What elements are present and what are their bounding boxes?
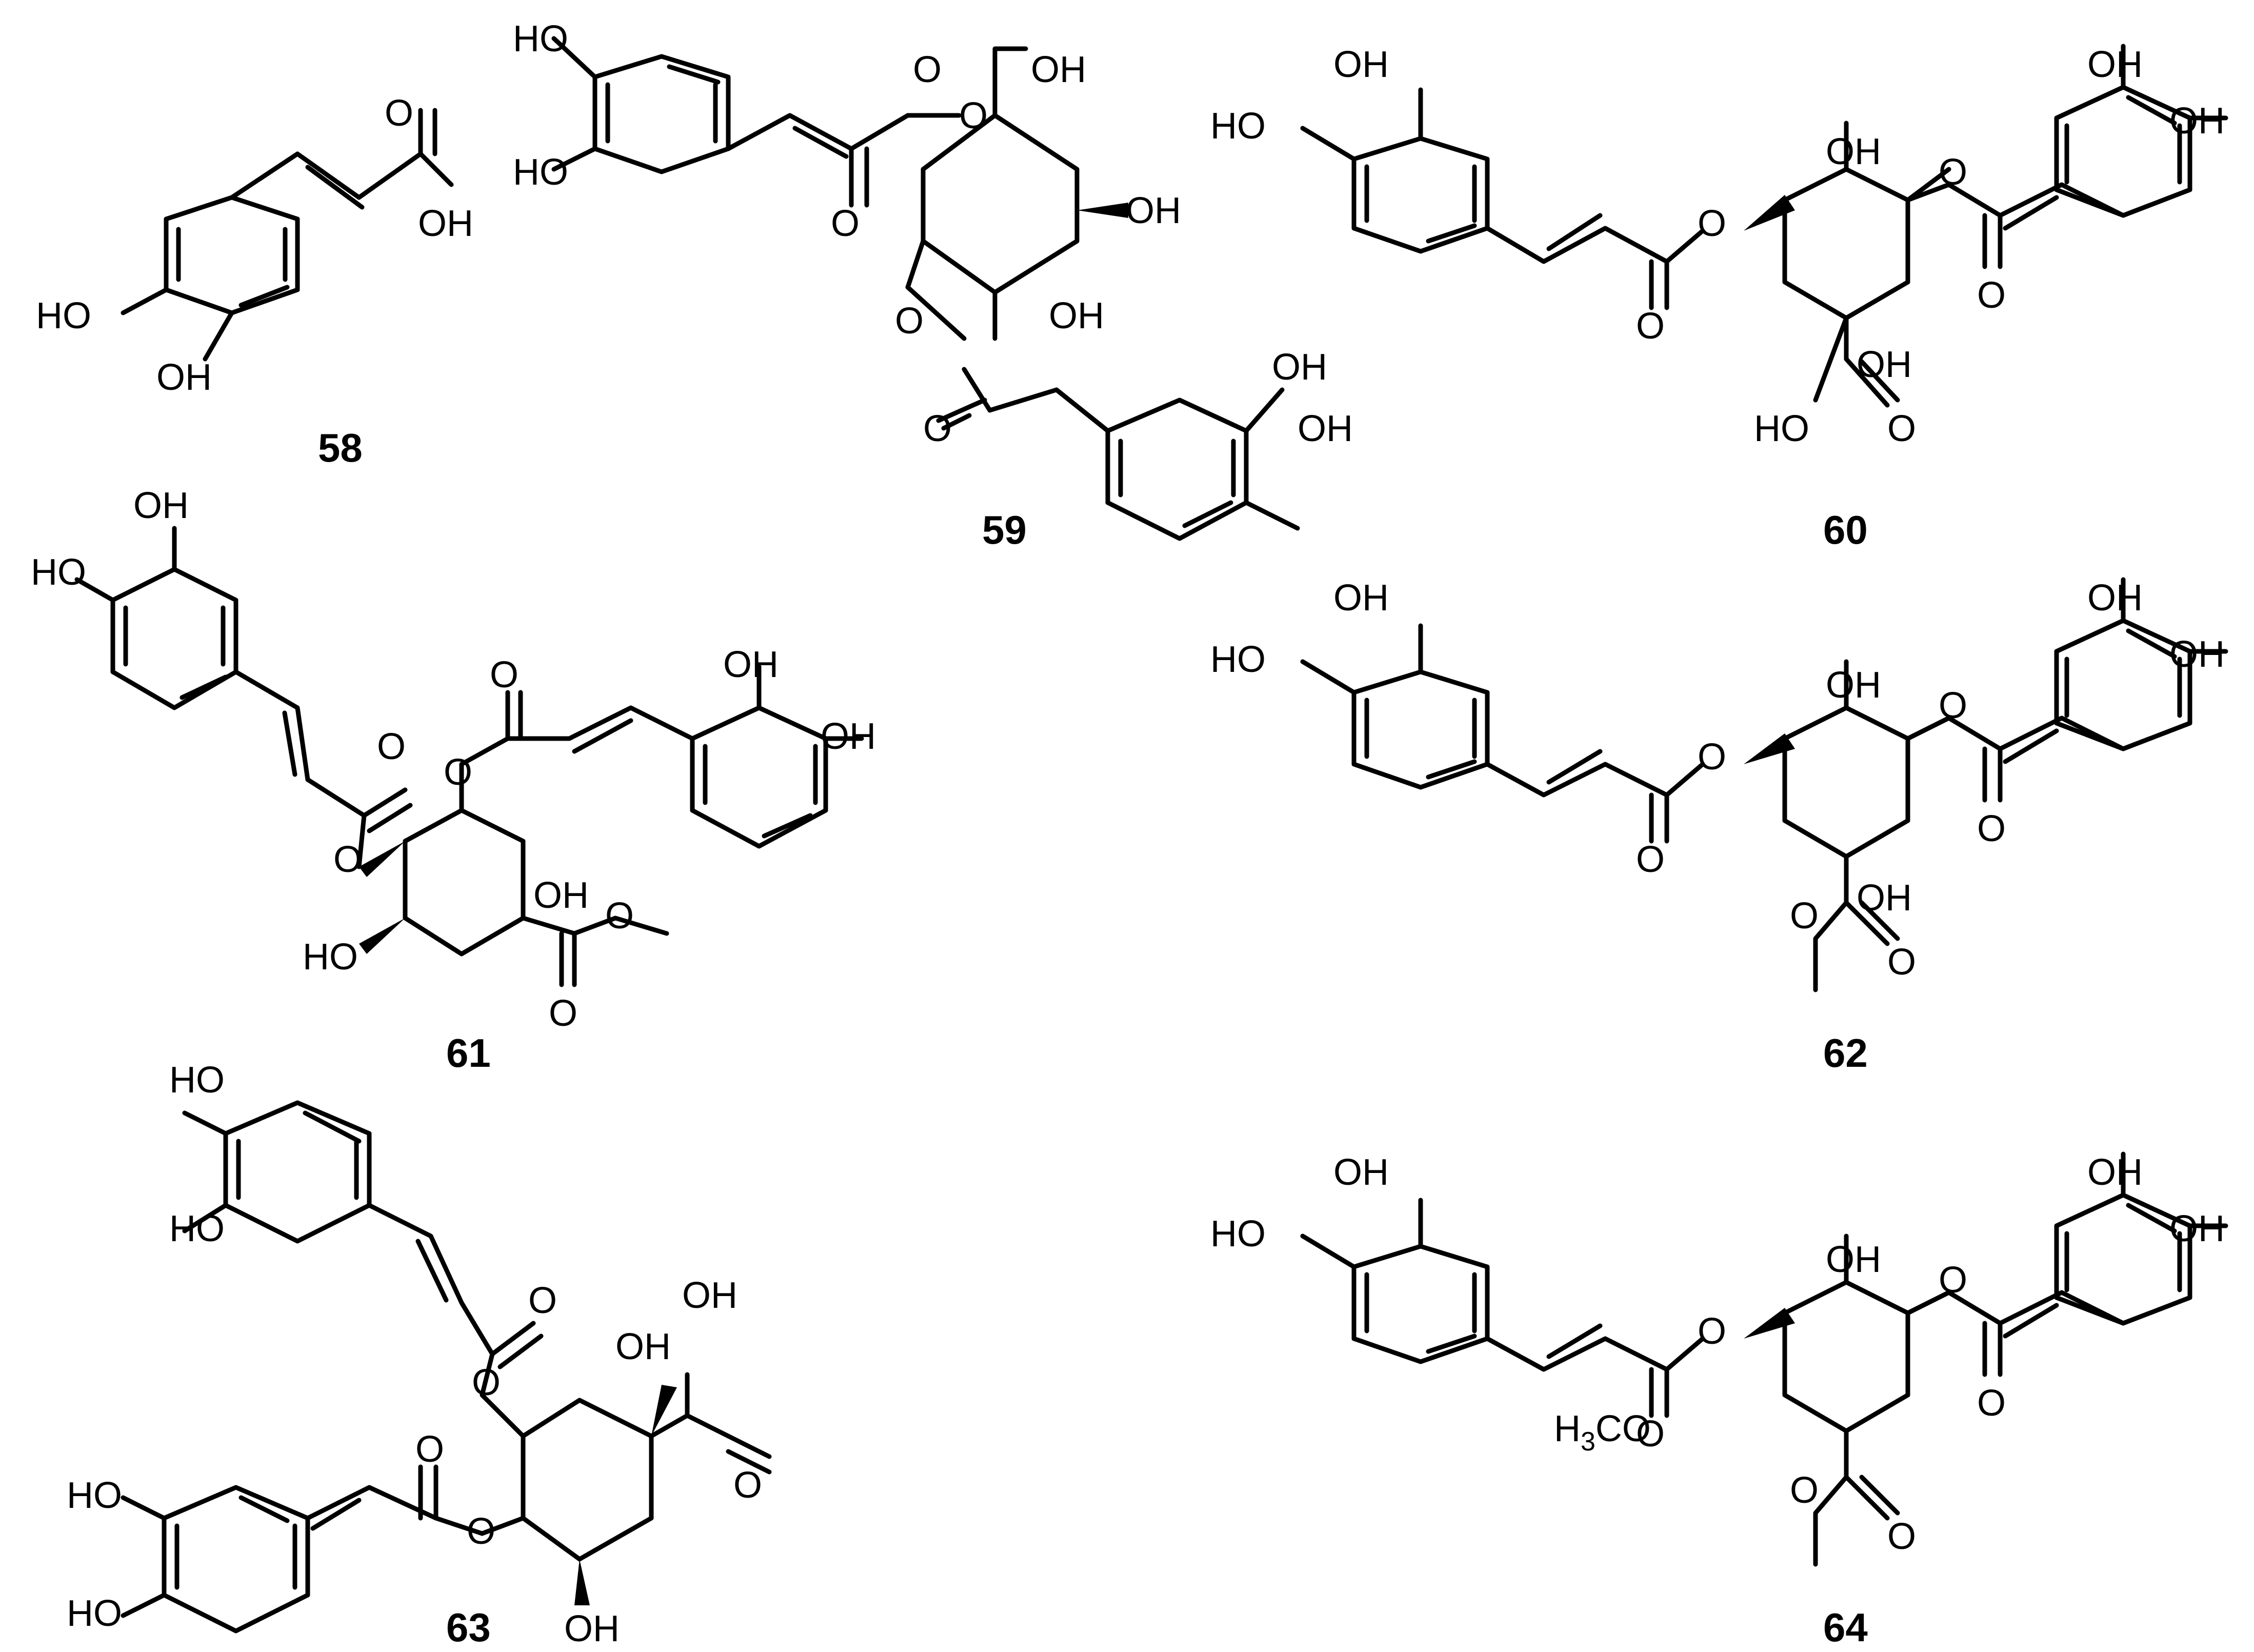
atom-o: O bbox=[1698, 737, 1726, 778]
atom-oh: OH bbox=[2087, 1152, 2143, 1193]
compound-64-structure: OH HO O O OH H3CO O O O O OH OH bbox=[1210, 1151, 2228, 1567]
atom-oh: OH bbox=[418, 203, 473, 244]
atom-o: O bbox=[1636, 839, 1665, 880]
atom-o: O bbox=[895, 301, 924, 342]
compound-59-structure: HO HO O O O OH OH OH O O OH OH bbox=[513, 18, 1353, 541]
atom-o: O bbox=[1887, 1516, 1916, 1557]
atom-oh: OH bbox=[821, 716, 876, 757]
atom-ho: HO bbox=[67, 1475, 122, 1516]
atom-oh: OH bbox=[1857, 878, 1912, 919]
atom-ho: HO bbox=[169, 1060, 225, 1101]
compound-label-61: 61 bbox=[446, 1030, 491, 1076]
atom-ho: HO bbox=[31, 552, 86, 593]
atom-o: O bbox=[385, 93, 413, 134]
compound-label-62: 62 bbox=[1823, 1030, 1868, 1076]
atom-o: O bbox=[1939, 152, 1967, 193]
compound-label-58: 58 bbox=[318, 425, 363, 470]
atom-oh: OH bbox=[1031, 49, 1086, 90]
atom-o: O bbox=[913, 49, 942, 90]
atom-ho: HO bbox=[1210, 639, 1266, 680]
atom-o: O bbox=[472, 1362, 501, 1403]
atom-o: O bbox=[1939, 1260, 1967, 1301]
atom-oh: OH bbox=[1049, 295, 1104, 336]
compound-61-structure: OH HO O O O O OH OH HO OH O O bbox=[31, 485, 876, 1034]
atom-o: O bbox=[1887, 408, 1916, 449]
atom-oh: OH bbox=[1272, 347, 1327, 388]
atom-o: O bbox=[1636, 306, 1665, 347]
atom-h3co: H3CO bbox=[1554, 1408, 1651, 1457]
atom-oh: OH bbox=[1333, 44, 1389, 85]
atom-o: O bbox=[490, 654, 518, 695]
atom-o: O bbox=[1790, 895, 1819, 937]
atom-oh: OH bbox=[1126, 190, 1181, 231]
atom-oh: OH bbox=[1826, 131, 1881, 172]
atom-ho: HO bbox=[67, 1593, 122, 1634]
atom-o: O bbox=[1698, 203, 1726, 244]
atom-ho: HO bbox=[1210, 106, 1266, 147]
atom-oh: OH bbox=[1826, 665, 1881, 706]
atom-oh: OH bbox=[1333, 578, 1389, 619]
atom-o: O bbox=[1698, 1311, 1726, 1352]
atom-o: O bbox=[923, 408, 952, 449]
compound-58-structure: O OH HO OH bbox=[36, 93, 473, 398]
atom-oh: OH bbox=[133, 485, 189, 526]
compound-label-59: 59 bbox=[982, 507, 1027, 552]
atom-o: O bbox=[1790, 1470, 1819, 1511]
compound-60-structure: OH HO O O OH OH HO O O O OH OH bbox=[1210, 44, 2228, 449]
atom-ho: HO bbox=[36, 295, 91, 336]
compound-label-64: 64 bbox=[1823, 1605, 1868, 1650]
atom-o: O bbox=[1939, 685, 1967, 726]
atom-ho: HO bbox=[303, 937, 358, 978]
atom-oh: OH bbox=[723, 644, 779, 685]
atom-ho: HO bbox=[1210, 1213, 1266, 1255]
atom-oh: OH bbox=[2087, 44, 2143, 85]
atom-oh: OH bbox=[2169, 1208, 2225, 1249]
compound-label-60: 60 bbox=[1823, 507, 1868, 552]
atom-o: O bbox=[831, 203, 860, 244]
atom-o: O bbox=[605, 895, 634, 937]
atom-oh: OH bbox=[1333, 1152, 1389, 1193]
compound-label-63: 63 bbox=[446, 1605, 491, 1650]
atom-o: O bbox=[333, 839, 362, 880]
atom-oh: OH bbox=[615, 1326, 671, 1367]
atom-o: O bbox=[1636, 1414, 1665, 1455]
atom-oh: OH bbox=[564, 1608, 620, 1649]
atom-o: O bbox=[549, 993, 577, 1034]
atom-ho: HO bbox=[513, 152, 568, 193]
atom-oh: OH bbox=[1298, 408, 1353, 449]
atom-oh: OH bbox=[156, 357, 212, 398]
atom-ho: HO bbox=[1754, 408, 1809, 449]
atom-o: O bbox=[415, 1429, 444, 1470]
atom-o: O bbox=[1887, 942, 1916, 983]
atom-o: O bbox=[1977, 808, 2006, 849]
atom-oh: OH bbox=[2087, 578, 2143, 619]
atom-o: O bbox=[733, 1465, 762, 1506]
atom-o: O bbox=[528, 1280, 557, 1321]
atom-o: O bbox=[444, 752, 472, 793]
atom-oh: OH bbox=[533, 875, 589, 916]
atom-oh: OH bbox=[1826, 1239, 1881, 1280]
atom-oh: OH bbox=[682, 1275, 737, 1316]
atom-o: O bbox=[467, 1511, 495, 1552]
compound-63-structure: HO HO O O OH OH O O O OH HO HO bbox=[67, 1060, 772, 1649]
atom-o: O bbox=[1977, 1383, 2006, 1424]
atom-o: O bbox=[377, 726, 406, 767]
atom-o: O bbox=[959, 95, 988, 136]
atom-o: O bbox=[1977, 275, 2006, 316]
atom-oh: OH bbox=[2169, 101, 2225, 142]
atom-ho: HO bbox=[513, 18, 568, 59]
atom-oh: OH bbox=[2169, 634, 2225, 675]
atom-ho: HO bbox=[169, 1208, 225, 1249]
compound-62-structure: OH HO O O OH OH O O O O OH OH bbox=[1210, 577, 2228, 992]
